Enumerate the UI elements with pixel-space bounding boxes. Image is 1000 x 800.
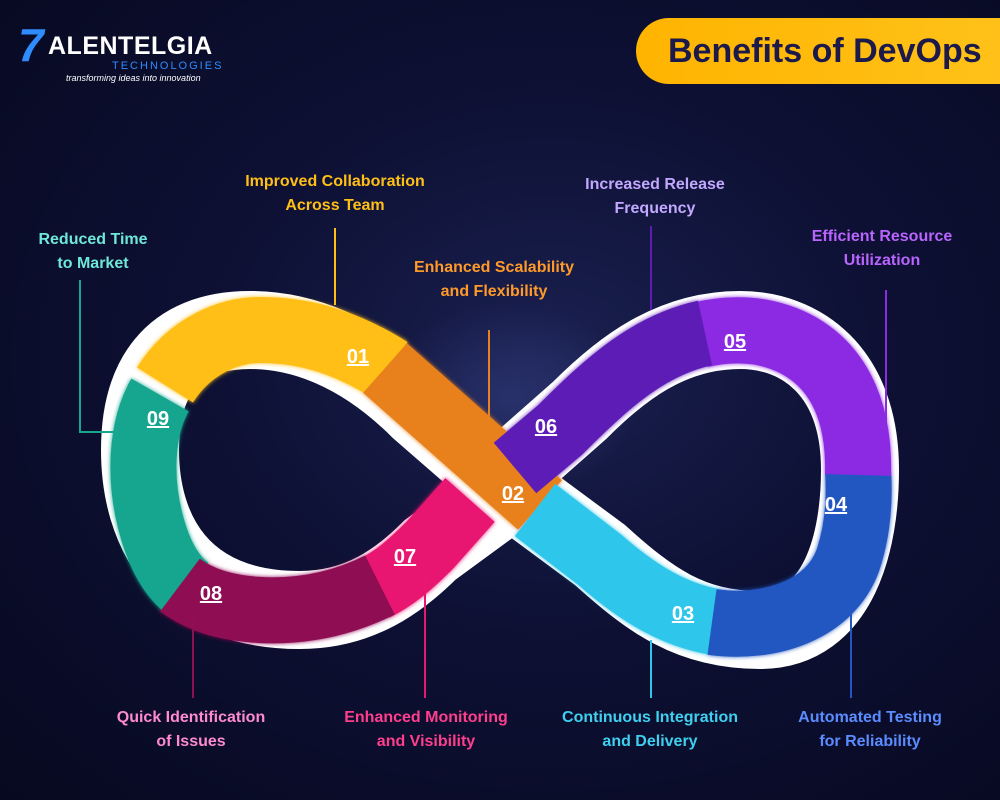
segment-04	[707, 467, 892, 657]
segment-06	[493, 300, 713, 494]
logo-tagline: transforming ideas into innovation	[66, 73, 201, 83]
step-number-07: 07	[394, 546, 416, 568]
label-step-02: Enhanced Scalability and Flexibility	[414, 256, 574, 304]
connector-09	[79, 280, 118, 433]
logo-mark: 7	[18, 19, 44, 71]
connector-lines	[79, 226, 887, 698]
label-09-line1: Reduced Time	[38, 231, 148, 248]
label-step-06: Increased Release Frequency	[585, 173, 725, 221]
segment-01	[137, 296, 408, 404]
segment-02	[363, 343, 562, 530]
title-banner: Benefits of DevOps	[636, 18, 1000, 84]
label-09-line2: to Market	[57, 255, 129, 272]
label-step-05: Efficient Resource Utilization	[812, 225, 952, 273]
label-06-line1: Increased Release	[585, 176, 725, 193]
step-number-05: 05	[724, 331, 746, 353]
label-07-line1: Enhanced Monitoring	[344, 709, 508, 726]
step-number-01: 01	[347, 346, 369, 368]
label-02-line1: Enhanced Scalability	[413, 259, 575, 276]
label-step-01: Improved Collaboration Across Team	[245, 170, 425, 218]
label-step-03: Continuous Integration and Delivery	[562, 706, 738, 754]
logo-subtitle: TECHNOLOGIES	[112, 60, 224, 72]
step-number-09: 09	[147, 408, 169, 430]
label-01-line2: Across Team	[285, 197, 385, 214]
segment-09	[110, 378, 210, 618]
segment-03	[514, 483, 722, 655]
step-number-03: 03	[672, 603, 694, 625]
label-step-07: Enhanced Monitoring and Visibility	[344, 706, 508, 754]
label-03-line2: and Delivery	[602, 733, 698, 750]
step-numbers: 01 02 03 04 05 06 07 08 09	[147, 331, 848, 625]
logo-name: ALENTELGIA	[48, 32, 213, 60]
step-number-08: 08	[200, 583, 222, 605]
connector-05	[868, 290, 887, 429]
segment-05	[692, 297, 892, 476]
step-number-02: 02	[502, 483, 524, 505]
segment-08	[160, 555, 395, 644]
company-logo: 7 ALENTELGIA TECHNOLOGIES transforming i…	[18, 18, 238, 88]
loop-segments	[110, 296, 892, 657]
label-05-line1: Efficient Resource	[811, 228, 953, 245]
label-05-line2: Utilization	[843, 252, 921, 269]
label-02-line2: and Flexibility	[440, 283, 548, 300]
label-08-line1: Quick Identification	[116, 709, 266, 726]
label-07-line2: and Visibility	[376, 733, 476, 750]
label-03-line1: Continuous Integration	[562, 709, 738, 726]
label-04-line1: Automated Testing	[798, 709, 942, 726]
label-08-line2: of Issues	[156, 733, 226, 750]
page-title: Benefits of DevOps	[668, 32, 982, 70]
label-step-08: Quick Identification of Issues	[117, 706, 265, 754]
label-04-line2: for Reliability	[819, 733, 921, 750]
segment-07	[359, 478, 495, 618]
step-number-06: 06	[535, 416, 557, 438]
label-06-line2: Frequency	[614, 200, 696, 217]
label-step-04: Automated Testing for Reliability	[798, 706, 942, 754]
label-01-line1: Improved Collaboration	[245, 173, 425, 190]
label-step-09: Reduced Time to Market	[38, 228, 147, 276]
step-number-04: 04	[825, 494, 848, 516]
